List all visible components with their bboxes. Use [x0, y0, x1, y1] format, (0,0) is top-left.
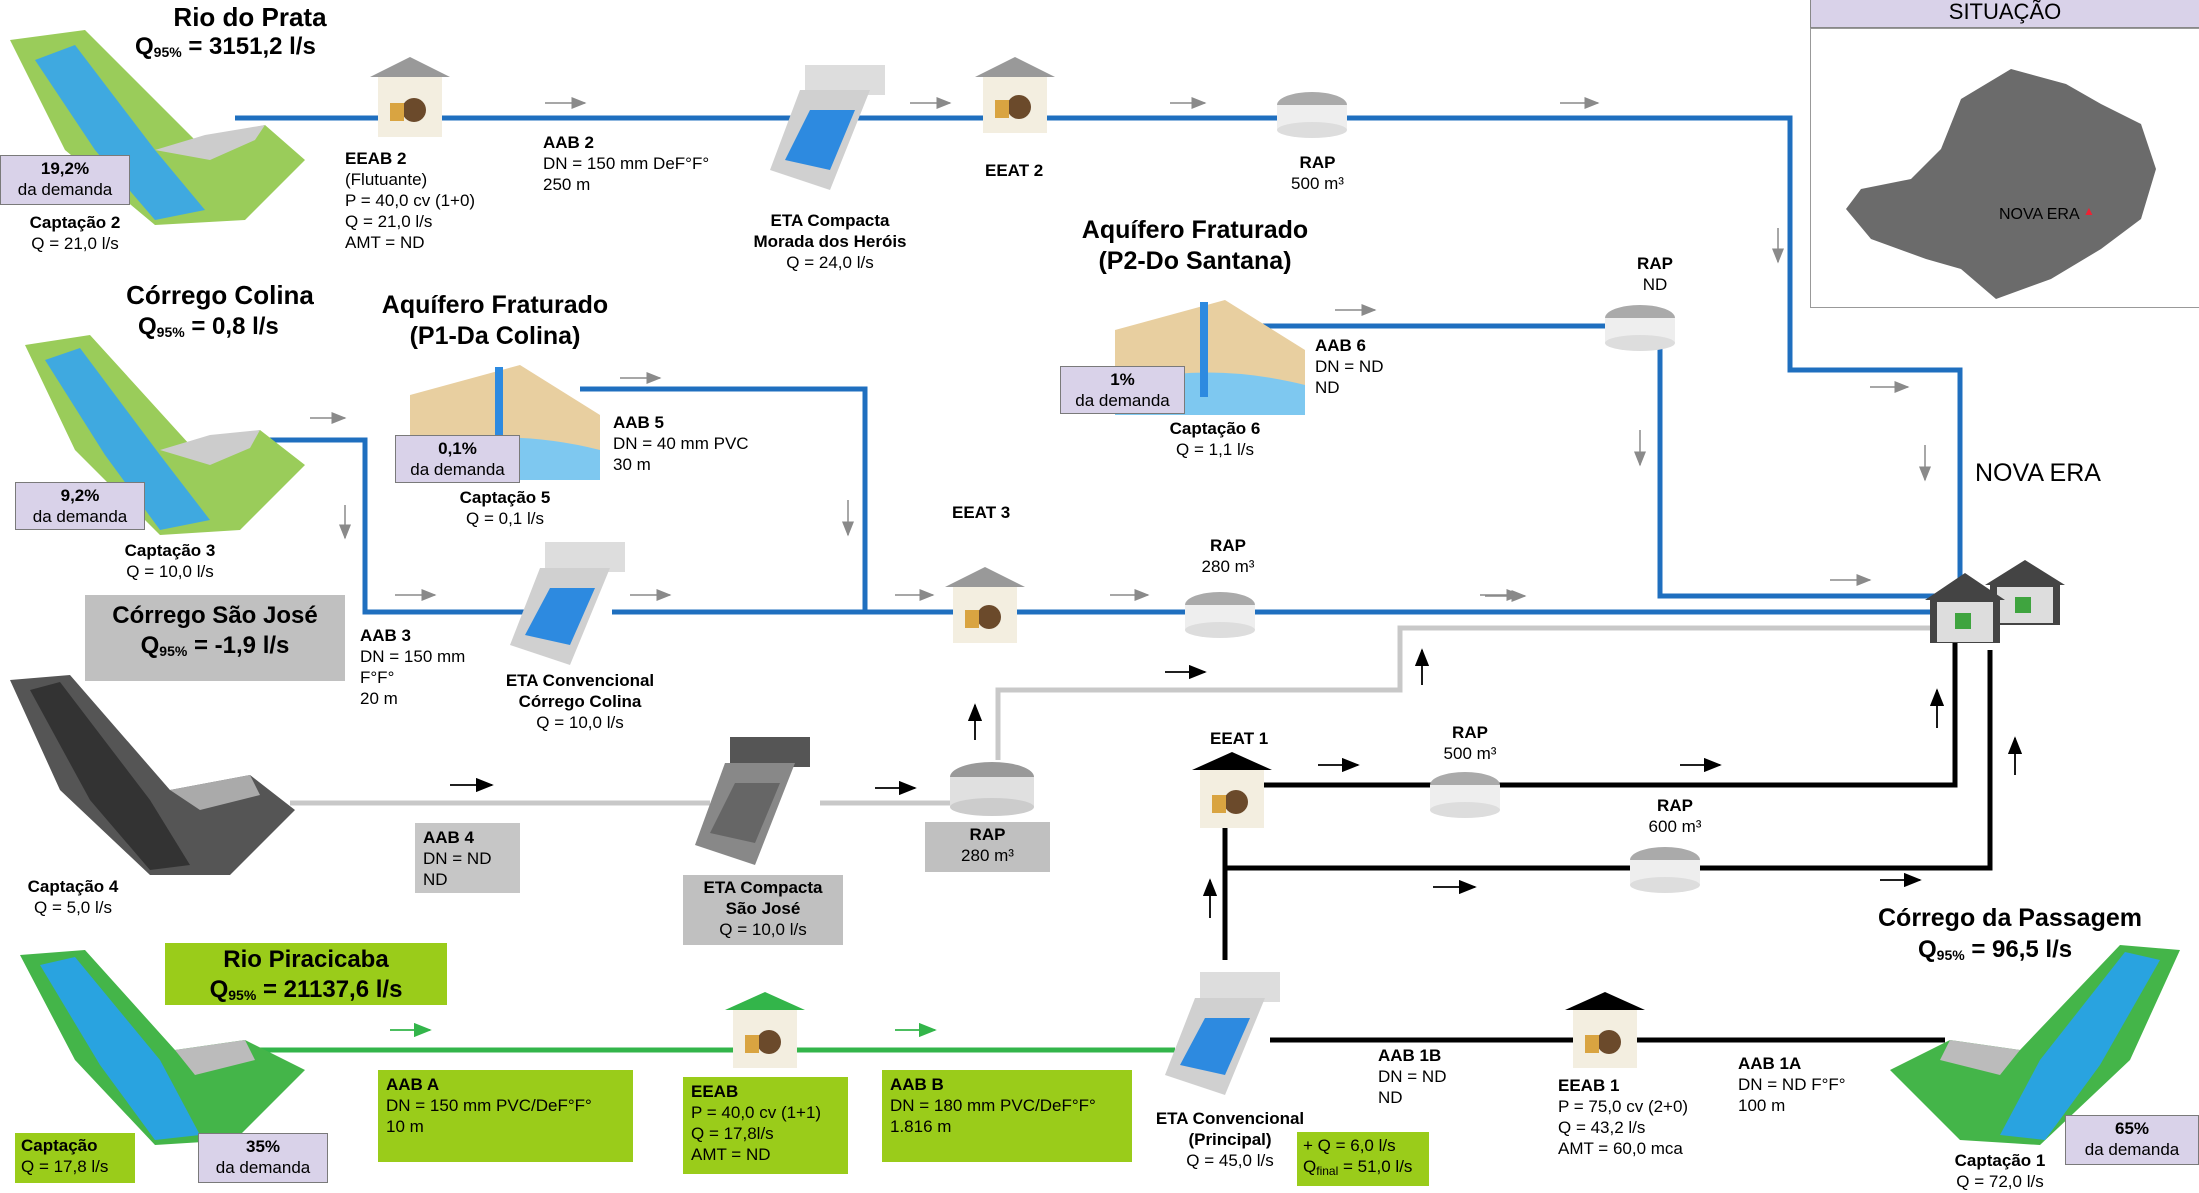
reservoir-rapnd-icon [1605, 305, 1675, 351]
pump-eeab1-icon [1565, 992, 1645, 1068]
black-pipeline-passagem [1222, 640, 1993, 1043]
river-captacao4-icon [10, 675, 295, 875]
eta-principal-label: ETA Convencional(Principal)Q = 45,0 l/s [1155, 1109, 1305, 1170]
sao-jose-box: Córrego São José Q95% = -1,9 l/s [85, 595, 345, 681]
black-flow-arrows [450, 648, 2023, 918]
passagem-name: Córrego da Passagem [1878, 904, 2142, 932]
reservoir-rap500b-icon [1430, 772, 1500, 818]
situacao-city-label: NOVA ERA [1999, 206, 2080, 223]
reservoir-rap280a-icon [1185, 592, 1255, 638]
pump-eeab2-icon [370, 57, 450, 137]
passagem-demand-badge: 65%da demanda [2065, 1115, 2199, 1165]
p2-demand-badge: 1%da demanda [1060, 366, 1185, 414]
blue-pipeline-colina [255, 323, 1940, 615]
piracicaba-box: Rio Piracicaba Q95% = 21137,6 l/s [165, 943, 447, 1005]
reservoir-rap500a-icon [1277, 92, 1347, 138]
colina-flow: Q95% = 0,8 l/s [138, 313, 279, 340]
eta-sao-jose-icon [695, 737, 810, 865]
blue-pipeline-rio-prata [235, 115, 1963, 590]
state-map-icon [1846, 69, 2156, 299]
eeat1-label: EEAT 1 [1210, 729, 1269, 748]
pump-eeat2-icon [975, 57, 1055, 133]
pump-eeab-icon [725, 992, 805, 1068]
rio-prata-name: Rio do Prata [173, 2, 327, 32]
piracicaba-demand-badge: 35%da demanda [198, 1133, 328, 1183]
city-marker-icon: ▲ [2083, 204, 2095, 218]
passagem-flow: Q95% = 96,5 l/s [1918, 936, 2073, 963]
colina-demand-badge: 9,2%da demanda [15, 482, 145, 530]
grey-pipeline-sao-jose [290, 625, 1935, 806]
eta-colina-icon [510, 542, 625, 665]
eeab2-label: EEAB 2(Flutuante)P = 40,0 cv (1+0)Q = 21… [345, 149, 476, 252]
grey-flow-arrows [310, 97, 1931, 602]
p1-title: Aquífero Fraturado(P1-Da Colina) [381, 291, 609, 350]
rio-prata-flow: Q95% = 3151,2 l/s [135, 33, 316, 60]
river-captacao2-icon [10, 30, 305, 225]
p1-demand-badge: 0,1%da demanda [395, 435, 520, 483]
situacao-header: SITUAÇÃO [1810, 0, 2199, 28]
reservoir-rap600-icon [1630, 847, 1700, 893]
destination-label: NOVA ERA [1975, 459, 2101, 487]
river-captacao3-icon [25, 335, 305, 535]
situacao-map-panel: NOVA ERA ▲ [1810, 28, 2199, 308]
eeat2-label: EEAT 2 [985, 161, 1044, 180]
eta-principal-icon [1165, 972, 1280, 1095]
eta-morada-icon [770, 65, 885, 190]
river-captacao-piracicaba-icon [20, 950, 305, 1145]
reservoir-rap280b-icon [950, 762, 1034, 816]
eeat3-label: EEAT 3 [952, 503, 1011, 522]
eta-principal-final-box: + Q = 6,0 l/s Qfinal = 51,0 l/s [1297, 1132, 1429, 1186]
situacao-title: SITUAÇÃO [1948, 0, 2062, 24]
houses-nova-era-icon [1925, 560, 2065, 643]
rio-prata-demand-badge: 19,2%da demanda [0, 155, 130, 205]
colina-name: Córrego Colina [126, 280, 314, 310]
pump-eeat3-icon [945, 567, 1025, 643]
p2-title: Aquífero Fraturado(P2-Do Santana) [1081, 216, 1309, 275]
pump-eeat1-icon [1192, 752, 1272, 828]
river-captacao1-icon [1890, 945, 2180, 1145]
